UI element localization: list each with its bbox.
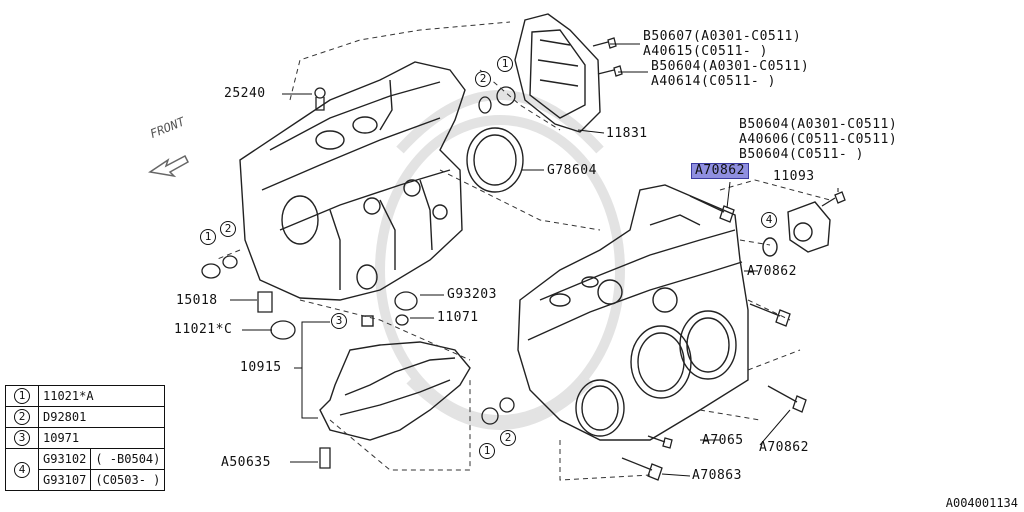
part-label-a70863[interactable]: A70863 <box>692 468 742 483</box>
legend-table: 1 11021*A 2 D92801 3 10971 4 G93102 ( -B… <box>5 385 166 491</box>
part-label-a40614[interactable]: A40614(C0511- ) <box>651 74 776 89</box>
part-label-a7065[interactable]: A7065 <box>702 433 744 448</box>
cover-11093 <box>762 201 831 257</box>
legend-range: (C0503- ) <box>90 469 166 491</box>
legend-part[interactable]: D92801 <box>37 406 166 428</box>
legend-part[interactable]: 11021*A <box>37 385 166 407</box>
top-plugs <box>314 86 516 114</box>
front-arrow-icon <box>148 154 189 178</box>
legend-row: 4 G93102 ( -B0504) <box>5 448 166 491</box>
legend-row: 1 11021*A <box>5 385 166 407</box>
part-label-a70862-bottom[interactable]: A70862 <box>759 440 809 455</box>
legend-row: G93107 (C0503- ) <box>6 469 166 491</box>
part-label-a40606[interactable]: A40606(C0511-C0511) <box>739 132 898 147</box>
callout-1-top: 1 <box>497 56 513 72</box>
legend-num: 2 <box>14 409 30 425</box>
part-label-11831[interactable]: 11831 <box>606 126 648 141</box>
legend-row: 2 D92801 <box>5 406 166 428</box>
callout-4: 4 <box>761 212 777 228</box>
legend-part[interactable]: 10971 <box>37 427 166 449</box>
part-label-25240[interactable]: 25240 <box>224 86 266 101</box>
part-label-b50604-lower[interactable]: B50604(C0511- ) <box>739 147 864 162</box>
part-label-a70862-mid[interactable]: A70862 <box>747 264 797 279</box>
legend-num: 3 <box>14 430 30 446</box>
callout-1-bottom: 1 <box>479 443 495 459</box>
callout-2-left: 2 <box>220 221 236 237</box>
callout-1-left: 1 <box>200 229 216 245</box>
dashed-guides <box>214 21 831 481</box>
part-label-g93203[interactable]: G93203 <box>447 287 497 302</box>
diagram-id: A004001134 <box>945 496 1018 510</box>
legend-part[interactable]: G93107 <box>37 469 92 491</box>
legend-range: ( -B0504) <box>90 448 166 470</box>
part-label-11093[interactable]: 11093 <box>773 169 815 184</box>
part-label-g78604[interactable]: G78604 <box>547 163 597 178</box>
crank-seal <box>466 127 524 193</box>
baffle-plate <box>319 315 471 441</box>
legend-part[interactable]: G93102 <box>37 448 92 470</box>
part-label-b50604-top[interactable]: B50604(A0301-C0511) <box>651 59 810 74</box>
top-bolts <box>592 37 846 207</box>
long-bolts <box>621 195 807 481</box>
part-label-10915[interactable]: 10915 <box>240 360 282 375</box>
legend-row: 3 10971 <box>5 427 166 449</box>
separator-plate <box>514 13 601 133</box>
part-label-a70862-highlighted[interactable]: A70862 <box>691 163 749 179</box>
callout-3: 3 <box>331 313 347 329</box>
right-block-half <box>517 184 749 441</box>
leader-lines <box>230 43 839 477</box>
callout-2-bottom: 2 <box>500 430 516 446</box>
part-label-a50635[interactable]: A50635 <box>221 455 271 470</box>
part-label-11021c[interactable]: 11021*C <box>174 322 233 337</box>
part-label-a40615[interactable]: A40615(C0511- ) <box>643 44 768 59</box>
part-label-15018[interactable]: 15018 <box>176 293 218 308</box>
callout-2-top: 2 <box>475 71 491 87</box>
part-label-11071[interactable]: 11071 <box>437 310 479 325</box>
legend-num: 4 <box>14 461 30 478</box>
watermark-emblem <box>375 90 625 430</box>
part-label-b50604-mid[interactable]: B50604(A0301-C0511) <box>739 117 898 132</box>
legend-num: 1 <box>14 388 30 404</box>
part-label-b50607[interactable]: B50607(A0301-C0511) <box>643 29 802 44</box>
left-block-half <box>239 61 466 301</box>
